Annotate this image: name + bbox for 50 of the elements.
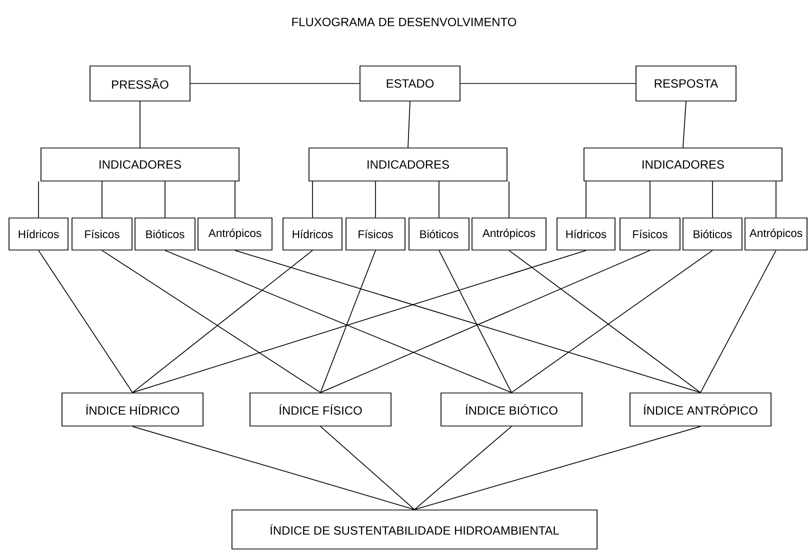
category-box: RESPOSTA <box>636 66 736 102</box>
connector-line <box>375 181 376 218</box>
indicator-box: Hídricos <box>556 218 616 250</box>
indicator-box: Hídricos <box>8 218 68 250</box>
connector-line <box>164 250 512 393</box>
connector-line <box>38 250 133 393</box>
connector-line <box>320 250 376 393</box>
connector-line <box>320 250 650 393</box>
connector-line <box>190 83 360 84</box>
connector-line <box>438 250 512 393</box>
index-box: ÍNDICE BIÓTICO <box>440 392 582 426</box>
connector-line <box>102 250 321 393</box>
category-box: PRESSÃO <box>90 66 190 102</box>
indicators-box: INDICADORES <box>40 148 240 182</box>
connector-line <box>682 101 686 148</box>
final-index-box: ÍNDICE DE SUSTENTABILIDADE HIDROAMBIENTAL <box>232 510 598 550</box>
connector-line <box>438 181 440 218</box>
indicator-box: Físicos <box>346 218 406 250</box>
indicators-box: INDICADORES <box>308 148 508 182</box>
connector-line <box>132 250 313 393</box>
connector-line <box>460 83 636 84</box>
indicator-box: Bióticos <box>682 218 742 250</box>
connector-line <box>132 250 586 393</box>
indicator-box: Bióticos <box>134 218 196 250</box>
connector-line <box>712 181 713 218</box>
indicator-box: Antrópicos <box>744 218 808 250</box>
indicator-box: Hídricos <box>282 218 342 250</box>
connector-line <box>700 250 776 393</box>
connector-line <box>38 181 39 218</box>
category-box: ESTADO <box>360 66 460 102</box>
connector-line <box>508 181 510 218</box>
connector-line <box>320 426 415 510</box>
index-box: ÍNDICE ANTRÓPICO <box>630 392 772 426</box>
connector-line <box>414 426 701 510</box>
indicator-box: Físicos <box>72 218 132 250</box>
connector-line <box>408 101 410 148</box>
indicator-box: Bióticos <box>408 218 470 250</box>
index-box: ÍNDICE HÍDRICO <box>62 392 204 426</box>
indicators-box: INDICADORES <box>584 148 782 182</box>
connector-line <box>414 426 512 510</box>
index-box: ÍNDICE FÍSICO <box>250 392 392 426</box>
indicator-box: Antrópicos <box>472 218 546 250</box>
indicator-box: Antrópicos <box>198 218 272 250</box>
connector-line <box>312 181 313 218</box>
connector-line <box>234 250 701 393</box>
connector-line <box>132 426 415 510</box>
connector-line <box>164 181 166 218</box>
title: FLUXOGRAMA DE DESENVOLVIMENTO <box>292 18 516 26</box>
connector-line <box>234 181 236 218</box>
indicator-box: Físicos <box>620 218 680 250</box>
